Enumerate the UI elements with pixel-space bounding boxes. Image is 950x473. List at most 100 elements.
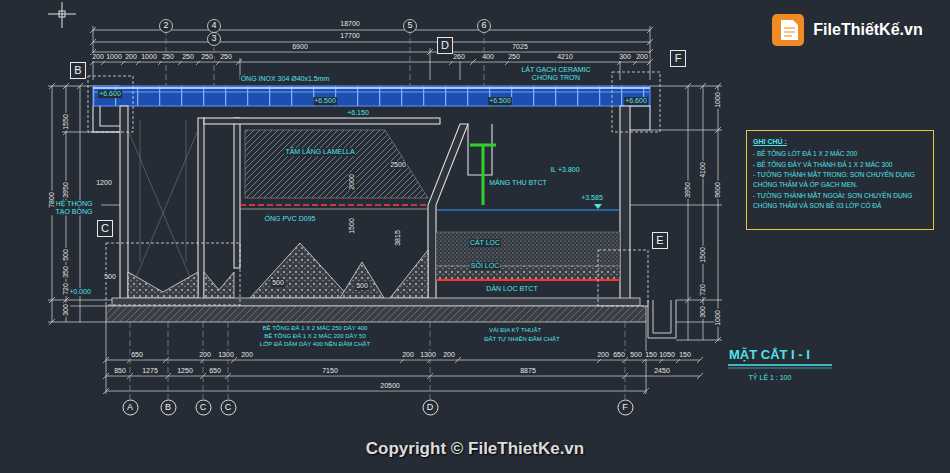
- detail-outline: [88, 72, 660, 306]
- dimension-value: 650: [612, 351, 626, 359]
- flocculation-braces: [128, 130, 198, 296]
- dimension-value: 20500: [379, 382, 400, 390]
- dimension-value: 200: [401, 351, 415, 359]
- dimension-value: 500: [62, 248, 70, 262]
- annotation-text: +6.600: [98, 90, 122, 98]
- section-marker: E: [652, 232, 668, 249]
- filter-media: [436, 204, 620, 280]
- marker-letter: C: [220, 399, 237, 416]
- sludge-hopper: [340, 262, 384, 298]
- dimension-value: 17700: [339, 32, 360, 40]
- dimension-value: 2000: [348, 173, 356, 191]
- dimension-value: 7800: [48, 191, 56, 209]
- dimension-line: [48, 26, 722, 394]
- pipe: [240, 145, 496, 209]
- annotation-text: LÁT GẠCH CERAMIC CHỐNG TRƠN: [513, 66, 599, 81]
- bubble-circle: [196, 400, 211, 415]
- axis-number: 3: [210, 34, 217, 44]
- axis-marker: [208, 20, 221, 33]
- dimension-value: 1250: [176, 367, 194, 375]
- marker-letter: D: [422, 399, 439, 416]
- annotation-text: ỐNG INOX 304 Ø40x1.5mm: [240, 75, 331, 83]
- dimension-value: 1275: [141, 367, 159, 375]
- section-marker: D: [437, 37, 453, 54]
- dimension-value: 7025: [511, 43, 529, 51]
- dimension-value: 1050: [658, 351, 676, 359]
- note-item: - BÊ TÔNG LÓT ĐÁ 1 X 2 MÁC 200: [753, 149, 927, 159]
- tank-wall: [198, 118, 204, 300]
- axis-marker: [208, 33, 221, 46]
- note-item: - TƯỜNG THÀNH MẶT TRONG: SƠN CHUYÊN DỤNG…: [753, 170, 927, 191]
- crosshair: [48, 14, 76, 15]
- dimension-value: 200: [198, 351, 212, 359]
- grid-axis-bubble: A: [122, 399, 139, 416]
- marker-letter: B: [74, 64, 82, 76]
- crosshair: [59, 11, 65, 17]
- dimension-value: 200: [442, 351, 456, 359]
- logo-icon: [772, 14, 804, 46]
- title-underline: [728, 368, 832, 369]
- dimension-value: 1000: [105, 53, 123, 61]
- foundation: [106, 306, 646, 322]
- tank-wall: [620, 106, 630, 300]
- tank-wall: [120, 106, 128, 300]
- bubble-circle: [618, 400, 633, 415]
- annotation-text: BÊ TÔNG ĐÁ 1 X 2 MÁC 200 DÀY 50: [263, 333, 367, 340]
- grid-axis-bubble: D: [422, 399, 439, 416]
- axis-marker: [478, 20, 491, 33]
- dimension-value: 850: [113, 367, 127, 375]
- dimension-value: 720: [62, 282, 70, 296]
- detail-outline: [88, 76, 133, 132]
- dimension-value: 1550: [62, 113, 70, 131]
- annotation-text: +6.600: [624, 97, 648, 105]
- marker-letter: F: [674, 52, 682, 64]
- dimension-value: 7150: [321, 367, 339, 375]
- dimension-value: 200: [635, 53, 649, 61]
- dimension-line: [106, 391, 646, 392]
- marker-letter: C: [101, 222, 109, 234]
- foundation: [112, 298, 640, 306]
- bubble-circle: [161, 400, 176, 415]
- dimension-value: 200: [240, 351, 254, 359]
- marker-letter: F: [617, 399, 634, 416]
- axis-line: [130, 322, 625, 399]
- note-heading: GHI CHÚ :: [753, 136, 927, 147]
- section-title: MẶT CẮT I - I: [728, 347, 811, 362]
- notes-box: GHI CHÚ : - BÊ TÔNG LÓT ĐÁ 1 X 2 MÁC 200 -…: [746, 130, 934, 230]
- flocculation-braces: [140, 120, 141, 262]
- annotation-text: IL +3.800: [549, 166, 580, 174]
- dimension-value: 4210: [556, 53, 574, 61]
- annotation-text: +0.000: [68, 288, 92, 296]
- lamella-plates: [245, 130, 428, 198]
- dimension-value: 260: [452, 53, 466, 61]
- dimension-value: 300: [62, 303, 70, 317]
- axis-marker: [404, 20, 417, 33]
- dimension-value: 1000: [714, 91, 722, 109]
- dimension-value: 650: [130, 351, 144, 359]
- dimension-value: 8875: [519, 367, 537, 375]
- dimension-line: [90, 27, 653, 65]
- dimension-line: [103, 322, 703, 394]
- foundation: [106, 298, 676, 338]
- flocculation-braces: [128, 130, 198, 296]
- dimension-value: 1300: [217, 351, 235, 359]
- detail-outline: [612, 72, 660, 132]
- foundation: [648, 300, 676, 338]
- annotation-text: SỎI LỌC: [470, 262, 500, 270]
- dimension-value: 200: [124, 53, 138, 61]
- lamella-plates: [245, 130, 428, 198]
- marker-letter: B: [160, 399, 177, 416]
- marker-letter: A: [122, 399, 139, 416]
- title-underline: [728, 364, 832, 366]
- axis-line: [166, 20, 484, 86]
- marker-letter: E: [656, 234, 664, 246]
- dimension-line: [48, 83, 120, 325]
- annotation-text: LỚP ĐÁ DĂM DÀY 400 NỆN ĐẦM CHẶT: [259, 341, 371, 348]
- dimension-value: 4100: [699, 161, 707, 179]
- handrail: [93, 86, 650, 106]
- grid-axis-bubble: C: [220, 399, 237, 416]
- axis-number: 6: [480, 21, 487, 31]
- dimension-line: [703, 86, 704, 340]
- dimension-value: 400: [481, 53, 495, 61]
